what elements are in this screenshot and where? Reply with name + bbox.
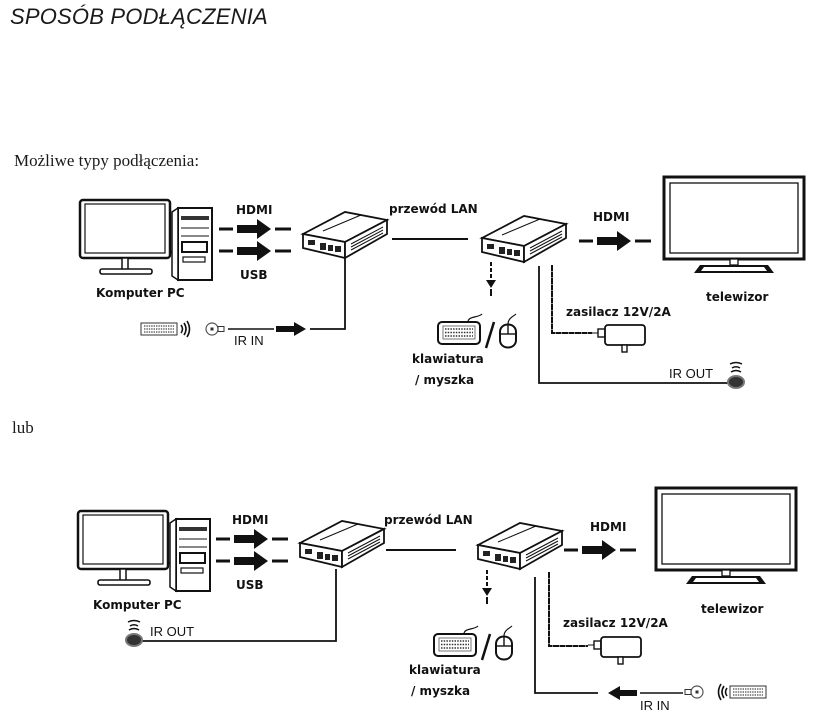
- ir-in-arrow-icon: [608, 686, 637, 700]
- remote-control-icon: [729, 685, 767, 699]
- hdmi-arrow-icon: [214, 527, 290, 551]
- usb-device-arrow-icon: [482, 570, 492, 604]
- page-title: SPOSÓB PODŁĄCZENIA: [10, 4, 268, 29]
- transmitter-box-icon: [299, 520, 385, 568]
- ir-out-cable-line: [142, 569, 337, 642]
- receiver-box-icon: [477, 522, 563, 570]
- usb-label: USB: [236, 578, 264, 592]
- power-supply-label: zasilacz 12V/2A: [566, 305, 672, 319]
- separator-text: lub: [12, 418, 34, 437]
- ir-in-cable-line: [534, 577, 598, 694]
- keyboard-mouse-icon: [436, 312, 518, 350]
- ir-out-label: IR OUT: [669, 366, 713, 381]
- ir-in-label: IR IN: [234, 333, 264, 348]
- hdmi-input-label: HDMI: [232, 513, 268, 527]
- tv-label: telewizor: [706, 290, 769, 304]
- usb-device-arrow-icon: [486, 262, 496, 296]
- computer-label: Komputer PC: [96, 286, 185, 300]
- tv-label: telewizor: [701, 602, 764, 616]
- mouse-label: / myszka: [415, 373, 474, 387]
- lan-cable-label: przewód LAN: [384, 513, 473, 527]
- hdmi-output-label: HDMI: [593, 210, 629, 224]
- keyboard-label: klawiatura: [412, 352, 484, 366]
- receiver-box-icon: [481, 215, 567, 263]
- ir-in-cable-line: [310, 259, 346, 330]
- keyboard-label: klawiatura: [409, 663, 481, 677]
- ir-in-label: IR IN: [640, 698, 670, 713]
- tv-icon: [654, 486, 798, 586]
- hdmi-arrow-icon: [217, 217, 293, 241]
- usb-label: USB: [240, 268, 268, 282]
- ir-in-arrow-icon: [276, 322, 306, 336]
- usb-arrow-icon: [214, 549, 290, 573]
- ir-out-cable-line: [538, 266, 728, 384]
- power-supply-icon: [591, 324, 646, 353]
- transmitter-box-icon: [302, 211, 388, 259]
- tv-icon: [662, 175, 806, 275]
- ir-out-emitter-icon: [125, 619, 143, 647]
- hdmi-input-label: HDMI: [236, 203, 272, 217]
- ir-out-label: IR OUT: [150, 624, 194, 639]
- ir-out-emitter-icon: [727, 361, 745, 389]
- diagram-variant-1: Komputer PC HDMI USB przewód LAN HDMI te…: [78, 175, 806, 389]
- hdmi-output-label: HDMI: [590, 520, 626, 534]
- ir-in-receiver-icon: [205, 322, 225, 336]
- power-cable-line: [551, 265, 592, 334]
- diagram-variant-2: Komputer PC HDMI USB przewód LAN HDMI te…: [76, 486, 798, 713]
- hdmi-output-arrow-icon: [577, 229, 653, 253]
- power-supply-label: zasilacz 12V/2A: [563, 616, 669, 630]
- ir-signal-icon: [717, 683, 728, 701]
- mouse-label: / myszka: [411, 684, 470, 698]
- power-cable-line: [548, 572, 588, 647]
- power-supply-icon: [587, 636, 642, 665]
- hdmi-output-arrow-icon: [562, 538, 638, 562]
- ir-in-receiver-icon: [684, 685, 704, 699]
- computer-pc-icon: [76, 509, 212, 593]
- keyboard-mouse-icon: [432, 624, 514, 662]
- lan-cable-label: przewód LAN: [389, 202, 478, 216]
- computer-label: Komputer PC: [93, 598, 182, 612]
- intro-text: Możliwe typy podłączenia:: [14, 151, 200, 170]
- usb-arrow-icon: [217, 239, 293, 263]
- ir-signal-icon: [180, 320, 191, 338]
- computer-pc-icon: [78, 198, 214, 282]
- remote-control-icon: [140, 322, 178, 336]
